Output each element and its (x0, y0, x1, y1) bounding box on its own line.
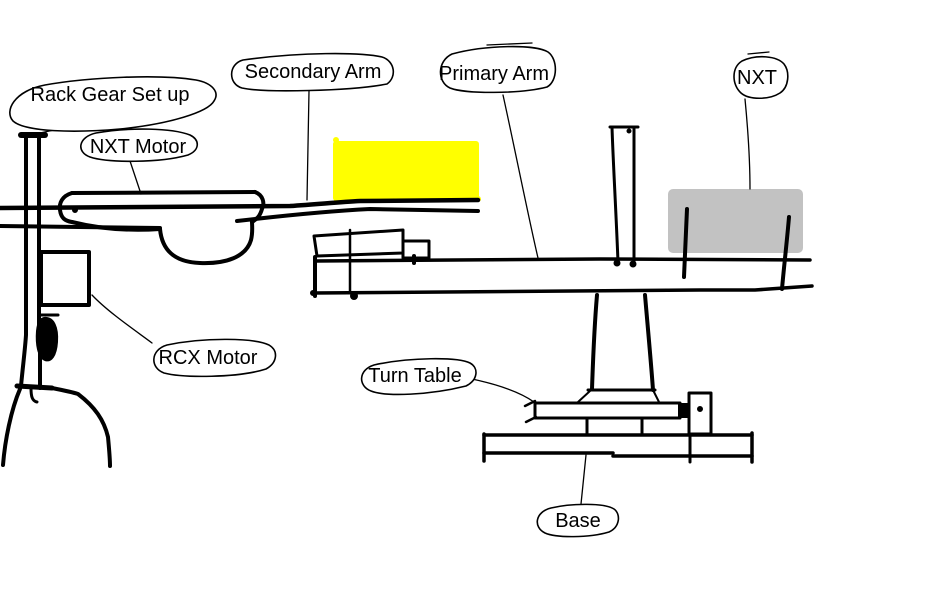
stray-dash-nxt (747, 51, 770, 55)
arm-post-left (610, 125, 620, 264)
leader-turn-table (471, 378, 535, 403)
column-left (590, 293, 599, 391)
side-block (687, 391, 713, 436)
leader-nxt-motor (129, 160, 142, 195)
pedestal-column (577, 293, 660, 403)
stray-dash-primary (486, 42, 533, 46)
yellow-highlight-block (333, 137, 481, 202)
gripper-small-box (401, 239, 431, 260)
ink-blob (35, 316, 59, 362)
base-shape (482, 431, 754, 464)
bubble-rack-gear (9, 76, 217, 132)
leader-base (580, 454, 587, 505)
beam-top (314, 257, 812, 263)
nxt-motor-shape (57, 190, 266, 266)
bubble-primary-arm (439, 45, 557, 94)
bubble-secondary-arm (230, 52, 395, 92)
label-bubbles (9, 45, 789, 538)
motor-right-cap (250, 190, 266, 224)
rail-bottom-left (0, 224, 162, 230)
column-right (643, 293, 655, 392)
leader-secondary-arm (306, 90, 310, 201)
stand-right-curve (50, 386, 112, 468)
label-secondary-arm: Secondary Arm (245, 61, 382, 83)
label-rcx-motor: RCX Motor (159, 347, 258, 369)
plate-black-end (678, 403, 689, 418)
yellow-nub-left (333, 137, 339, 143)
column-flare-left (577, 390, 591, 403)
motor-dot (72, 207, 78, 213)
turn-table-shape (523, 391, 713, 436)
motor-left-cap (57, 191, 74, 224)
stand-left-curve (1, 387, 22, 467)
label-nxt: NXT (737, 67, 777, 89)
arm-post-foot-right (629, 260, 637, 268)
rcx-motor-shape (35, 250, 91, 362)
label-primary-arm: Primary Arm (439, 63, 549, 85)
leader-nxt (744, 98, 751, 190)
bubble-nxt (733, 55, 789, 100)
stand-bar (14, 383, 55, 391)
arm-vertical-post (608, 125, 640, 268)
post-left-line (19, 135, 28, 388)
left-stand (1, 383, 112, 468)
label-turn-table: Turn Table (368, 365, 461, 387)
arm-post-dot (626, 128, 632, 134)
yellow-marker-rect (333, 141, 479, 201)
side-block-dot (697, 406, 703, 412)
post-hook (29, 386, 39, 404)
motor-bottom (70, 220, 162, 232)
label-rack-gear: Rack Gear Set up (31, 84, 190, 106)
leader-primary-arm (502, 94, 539, 259)
gray-marker-rect (668, 189, 803, 253)
nxt-stroke-right (780, 215, 791, 291)
nxt-stroke-left (682, 207, 689, 279)
ink-strokes (0, 42, 814, 538)
beam-foot-dot (310, 290, 316, 296)
leader-rcx-motor (91, 294, 153, 344)
motor-top (70, 190, 257, 195)
label-base: Base (555, 510, 601, 532)
motor-pouch (158, 219, 255, 266)
arm-post-foot-left (613, 259, 621, 267)
bubble-base (536, 503, 620, 538)
rcx-box (39, 250, 91, 307)
label-nxt-motor: NXT Motor (90, 136, 187, 158)
rail-top (0, 197, 481, 211)
plate-tick-bottom (524, 415, 538, 424)
bubble-rcx-motor (153, 338, 277, 378)
label-texts: Rack Gear Set up NXT Motor Secondary Arm… (31, 61, 777, 532)
nxt-block-strokes (682, 207, 791, 291)
bubble-nxt-motor (80, 128, 199, 163)
column-flare-right (652, 389, 660, 403)
bubble-turn-table (360, 357, 477, 396)
